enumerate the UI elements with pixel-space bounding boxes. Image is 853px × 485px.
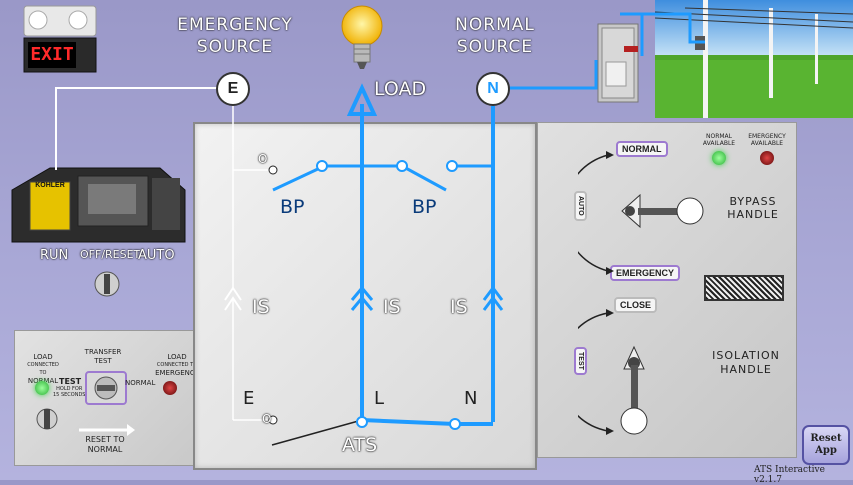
reset-app-button[interactable]: Reset App: [802, 425, 850, 465]
transfer-test-l1: TRANSFER: [84, 348, 122, 356]
generator-icon: [11, 167, 186, 243]
load-emerg-l1: LOAD: [167, 353, 187, 361]
o-top-label: O: [258, 152, 268, 166]
gen-off-reset-label: OFF/RESET: [80, 248, 141, 261]
close-tag: CLOSE: [614, 297, 658, 313]
ats-label: ATS: [342, 434, 378, 456]
normal-source-title: NORMAL SOURCE: [430, 14, 560, 58]
test-hold-l2: 15 SECONDS: [53, 392, 86, 398]
test-hold-l1: HOLD FOR: [56, 386, 83, 392]
load-emergency-led: [163, 381, 177, 395]
reset-l2: NORMAL: [87, 445, 123, 454]
is-middle-label: IS: [383, 296, 401, 318]
normal-pos-label: NORMAL: [125, 379, 156, 387]
emergency-tag: EMERGENCY: [610, 265, 681, 281]
load-emerg-l2: CONNECTED TO: [156, 362, 198, 368]
transfer-test-switch[interactable]: [85, 371, 127, 405]
generator-brand: KOHLER: [35, 182, 65, 189]
bypass-isolation-panel: NORMAL EMERGENCY AUTO NORMAL AVAILABLE E…: [537, 122, 797, 458]
bypass-l2: HANDLE: [727, 208, 779, 221]
normal-node: N: [476, 72, 510, 106]
transfer-test-label: TRANSFER TEST: [81, 348, 125, 366]
isolation-handle[interactable]: [578, 303, 698, 443]
emergency-source-line1: EMERGENCY: [177, 15, 293, 35]
auto-tag: AUTO: [574, 191, 587, 221]
normal-tag: NORMAL: [616, 141, 668, 157]
test-hold-label: HOLD FOR 15 SECONDS: [53, 386, 85, 398]
load-normal-l2: CONNECTED TO: [27, 362, 59, 376]
status-display: [704, 275, 784, 301]
gen-run-label: RUN: [40, 248, 69, 263]
load-emergency-label: LOAD CONNECTED TO EMERGENCY: [155, 353, 199, 377]
exit-sign: EXIT: [22, 4, 98, 74]
emergency-available-led: [760, 151, 774, 165]
emergency-node: E: [216, 72, 250, 106]
reset-key-switch[interactable]: [35, 405, 59, 433]
reset-app-line2: App: [815, 445, 837, 456]
light-bulb-icon: [341, 5, 383, 69]
load-normal-l1: LOAD: [33, 353, 53, 361]
exit-label: EXIT: [30, 44, 74, 65]
normal-available-label: NORMAL AVAILABLE: [702, 133, 736, 147]
is-right-label: IS: [450, 296, 468, 318]
l-contact-label: L: [374, 388, 385, 409]
emergency-source-title: EMERGENCY SOURCE: [170, 14, 300, 58]
gen-auto-label: AUTO: [138, 248, 175, 263]
version-label: ATS Interactive v2.1.7: [754, 465, 825, 485]
reset-to-normal-label: RESET TO NORMAL: [75, 435, 135, 455]
bp-right-label: BP: [412, 196, 437, 218]
reset-l1: RESET TO: [85, 435, 125, 444]
reset-app-line1: Reset: [810, 433, 842, 444]
o-bottom-label: O: [262, 412, 272, 426]
bypass-l1: BYPASS: [729, 195, 777, 208]
transfer-test-panel: LOAD CONNECTED TO NORMAL TRANSFER TEST T…: [14, 330, 199, 466]
normal-source-line2: SOURCE: [456, 37, 534, 57]
bp-left-label: BP: [280, 196, 305, 218]
emergency-source-line2: SOURCE: [196, 37, 274, 57]
transfer-test-l2: TEST: [94, 357, 112, 365]
n-contact-label: N: [464, 388, 478, 409]
load-emerg-l3: EMERGENCY: [155, 369, 199, 377]
isolation-handle-label: ISOLATION HANDLE: [704, 349, 788, 377]
normal-available-led: [712, 151, 726, 165]
arrow-right-icon: [79, 424, 135, 436]
switch-schematic-panel: [193, 122, 537, 470]
bypass-handle[interactable]: [578, 143, 708, 283]
load-normal-led: [35, 381, 49, 395]
normal-source-line1: NORMAL: [455, 15, 535, 35]
test-tag: TEST: [574, 347, 587, 375]
emergency-available-label: EMERGENCY AVAILABLE: [748, 133, 786, 147]
toggle-switch-icon: [94, 376, 118, 400]
isolation-l2: HANDLE: [720, 363, 772, 376]
isolation-l1: ISOLATION: [712, 349, 780, 362]
disconnect-switch-icon: [597, 23, 639, 103]
bypass-handle-label: BYPASS HANDLE: [718, 195, 788, 221]
exit-sign-icon: [23, 5, 97, 73]
generator-selector-switch[interactable]: [90, 270, 124, 298]
e-contact-label: E: [243, 388, 255, 409]
test-label: TEST: [59, 377, 82, 386]
utility-field-image: [655, 0, 853, 118]
load-label: LOAD: [374, 78, 427, 100]
is-left-label: IS: [252, 296, 270, 318]
